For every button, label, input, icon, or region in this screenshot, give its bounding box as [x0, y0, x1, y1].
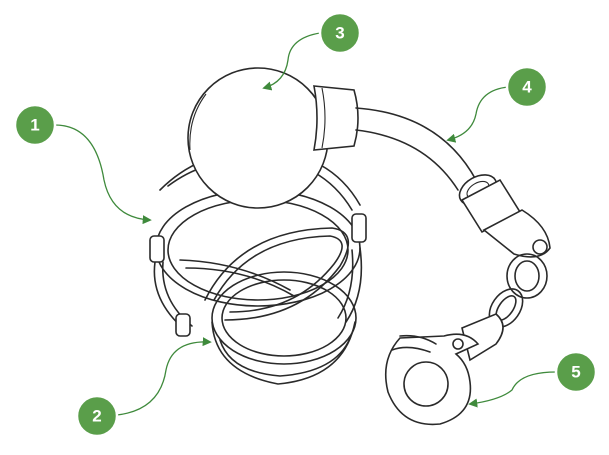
- leader-line-1: [54, 124, 152, 225]
- callout-2: 2: [75, 394, 119, 438]
- ball-part: [187, 67, 359, 209]
- snap-hook-part: [384, 253, 548, 426]
- rod-part: [355, 107, 551, 258]
- callout-3: 3: [318, 11, 362, 55]
- callout-4: 4: [505, 65, 549, 109]
- callout-5: 5: [554, 350, 598, 394]
- wire-cage-part: [149, 149, 367, 337]
- callout-number: 3: [335, 24, 344, 43]
- inner-cup-part: [211, 271, 357, 385]
- callout-number: 5: [571, 363, 580, 382]
- leader-line-3: [262, 32, 321, 91]
- callout-number: 2: [92, 407, 101, 426]
- callout-1: 1: [13, 103, 57, 147]
- leader-line-2: [116, 337, 212, 416]
- leader-line-5: [468, 371, 557, 408]
- callout-badges: 1 2 3 4 5: [13, 11, 598, 438]
- callout-number: 1: [30, 116, 39, 135]
- leader-line-4: [446, 86, 509, 143]
- callout-number: 4: [522, 78, 532, 97]
- leader-lines: [54, 32, 557, 416]
